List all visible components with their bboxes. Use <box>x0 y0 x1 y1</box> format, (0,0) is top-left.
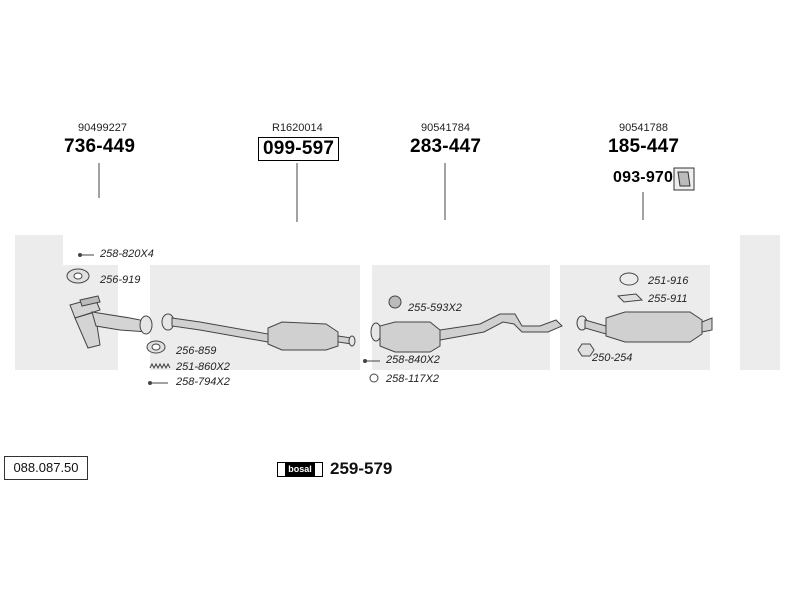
callout-258-794: 258-794X2 <box>176 376 230 388</box>
rear-hangers <box>363 272 644 383</box>
assembly-ref-3: 90541784 <box>421 122 470 134</box>
callout-251-860: 251-860X2 <box>176 361 230 373</box>
rear-silencer-assembly <box>576 311 713 357</box>
middle-silencer-assembly <box>370 295 563 353</box>
extra-part: 093-970 <box>613 169 674 186</box>
callout-256-859: 256-859 <box>176 345 217 357</box>
catalytic-converter-assembly <box>161 313 356 351</box>
assembly-ref-2: R1620014 <box>272 122 323 134</box>
leader-lines <box>98 163 644 222</box>
assembly-ref-4: 90541788 <box>619 122 668 134</box>
callout-258-820: 258-820X4 <box>100 248 154 260</box>
front-pipe-assembly <box>69 295 153 349</box>
callout-256-919: 256-919 <box>100 274 141 286</box>
springs-and-bolts <box>148 362 171 385</box>
assembly-ref-1: 90499227 <box>78 122 127 134</box>
callout-255-911: 255-911 <box>648 293 688 305</box>
assembly-part-3: 283-447 <box>410 136 482 157</box>
callout-250-254: 250-254 <box>592 352 633 364</box>
assembly-part-4: 185-447 <box>608 136 680 157</box>
callout-258-117: 258-117X2 <box>386 373 440 385</box>
diagram-number: 088.087.50 <box>4 456 88 480</box>
assembly-part-1: 736-449 <box>64 136 136 157</box>
reference-part-number: 259-579 <box>330 459 393 478</box>
assembly-part-2: 099-597 <box>258 137 340 161</box>
callout-258-840: 258-840X2 <box>386 354 440 366</box>
callout-255-593: 255-593X2 <box>408 302 462 314</box>
callout-251-916: 251-916 <box>648 275 689 287</box>
front-gaskets <box>66 253 166 354</box>
brand-logo-icon: bosal <box>277 462 323 477</box>
bracket-icon <box>673 167 695 191</box>
brand-logo-text: bosal <box>285 463 315 476</box>
